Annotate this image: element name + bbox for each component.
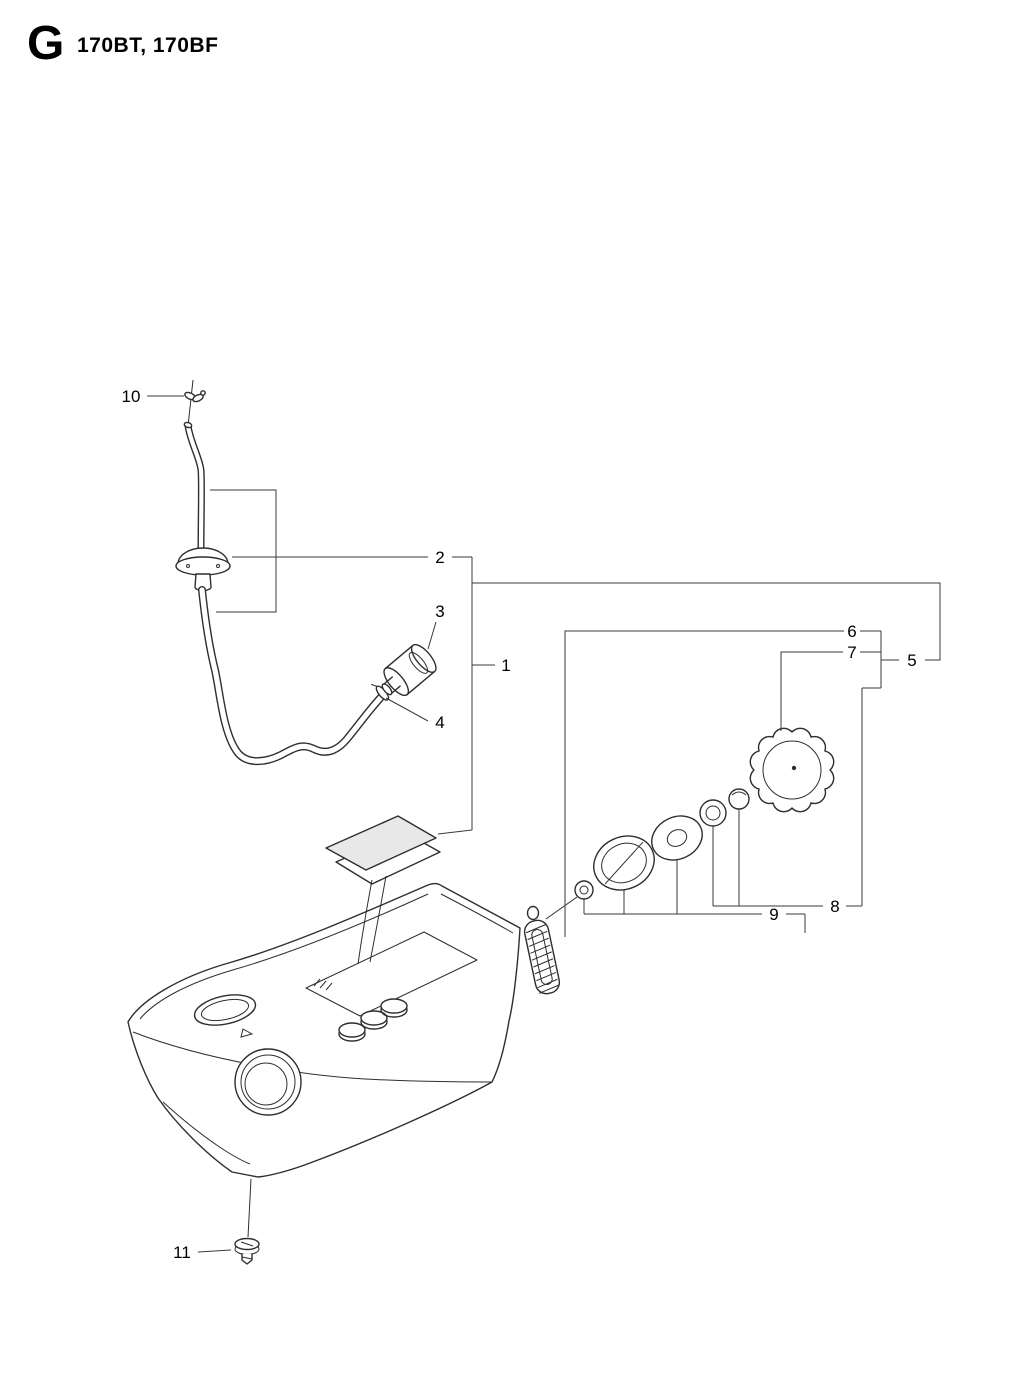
part-11-screw <box>234 1237 260 1265</box>
page-header: G 170BT, 170BF <box>0 0 1024 90</box>
washer-medium <box>651 815 703 861</box>
model-title: 170BT, 170BF <box>77 34 219 57</box>
part-2-grommet <box>175 547 231 592</box>
tank-recess-panel <box>305 931 478 1017</box>
tank-outline <box>127 882 521 1178</box>
fuel-tank-body <box>127 882 521 1178</box>
filler-opening <box>193 994 257 1038</box>
cap-ring <box>699 799 727 827</box>
strap-eyelet <box>526 905 540 921</box>
callout-7: 7 <box>847 643 856 662</box>
assembly-axis-line <box>545 896 578 920</box>
callout-11: 11 <box>173 1243 191 1262</box>
callout-1: 1 <box>501 656 510 675</box>
tank-bottom-line <box>162 1101 251 1165</box>
bracket-2 <box>210 489 277 613</box>
callout-leader-lines <box>147 395 941 1253</box>
callout-6: 6 <box>847 622 856 641</box>
logo-marks <box>313 978 333 991</box>
callout-9: 9 <box>769 905 778 924</box>
part-3-fuel-filter <box>381 643 437 697</box>
leader-1-bottom <box>437 829 473 835</box>
pickup-wire <box>187 379 194 427</box>
leader-4 <box>385 697 429 722</box>
tank-front-boss <box>234 1048 302 1116</box>
callout-3: 3 <box>435 602 444 621</box>
callout-8: 8 <box>830 897 839 916</box>
filter-rear-cap <box>410 643 437 673</box>
part-6-strap <box>523 919 561 995</box>
strap-hatching <box>525 924 559 994</box>
callout-10: 10 <box>122 387 141 406</box>
tank-top-rim <box>139 893 429 1020</box>
filter-nipple <box>381 683 393 696</box>
callout-5: 5 <box>907 651 916 670</box>
pad-cushion <box>325 815 437 871</box>
cap-face <box>762 740 822 800</box>
pad-stem-right <box>369 875 387 963</box>
screw-shaft <box>241 1253 253 1265</box>
fuel-pipe <box>183 421 205 552</box>
retainer-ring <box>593 835 655 891</box>
handle-pad <box>325 815 441 965</box>
part-10-clamp <box>184 390 206 403</box>
grommet-flange <box>175 556 231 576</box>
triangle-marker <box>240 1028 254 1038</box>
cap-center-dot <box>791 765 797 771</box>
washer-small <box>574 880 594 900</box>
pad-stem-left <box>357 879 373 965</box>
tank-top-bosses <box>338 998 408 1042</box>
tank-right-rim <box>440 893 514 934</box>
leader-3 <box>427 621 437 650</box>
fuel-hose <box>198 586 387 766</box>
section-letter: G <box>27 17 65 70</box>
leader-5-long <box>472 582 941 661</box>
leader-6 <box>564 630 844 937</box>
leader-11 <box>197 1249 232 1253</box>
part-5-fuel-cap <box>749 727 835 813</box>
callout-numbers: 1 2 3 4 5 6 7 8 9 10 11 <box>122 387 917 1262</box>
screw-axis-line <box>247 1178 252 1238</box>
strap-slot <box>531 928 553 986</box>
screw-slot <box>240 1241 254 1247</box>
cap-ball <box>728 788 750 810</box>
leader-7 <box>780 651 843 731</box>
callout-4: 4 <box>435 713 444 732</box>
tank-belt-line <box>132 1031 493 1083</box>
filter-front-cap <box>383 667 410 697</box>
callout-2: 2 <box>435 548 444 567</box>
pipe-top-cap <box>183 421 193 429</box>
